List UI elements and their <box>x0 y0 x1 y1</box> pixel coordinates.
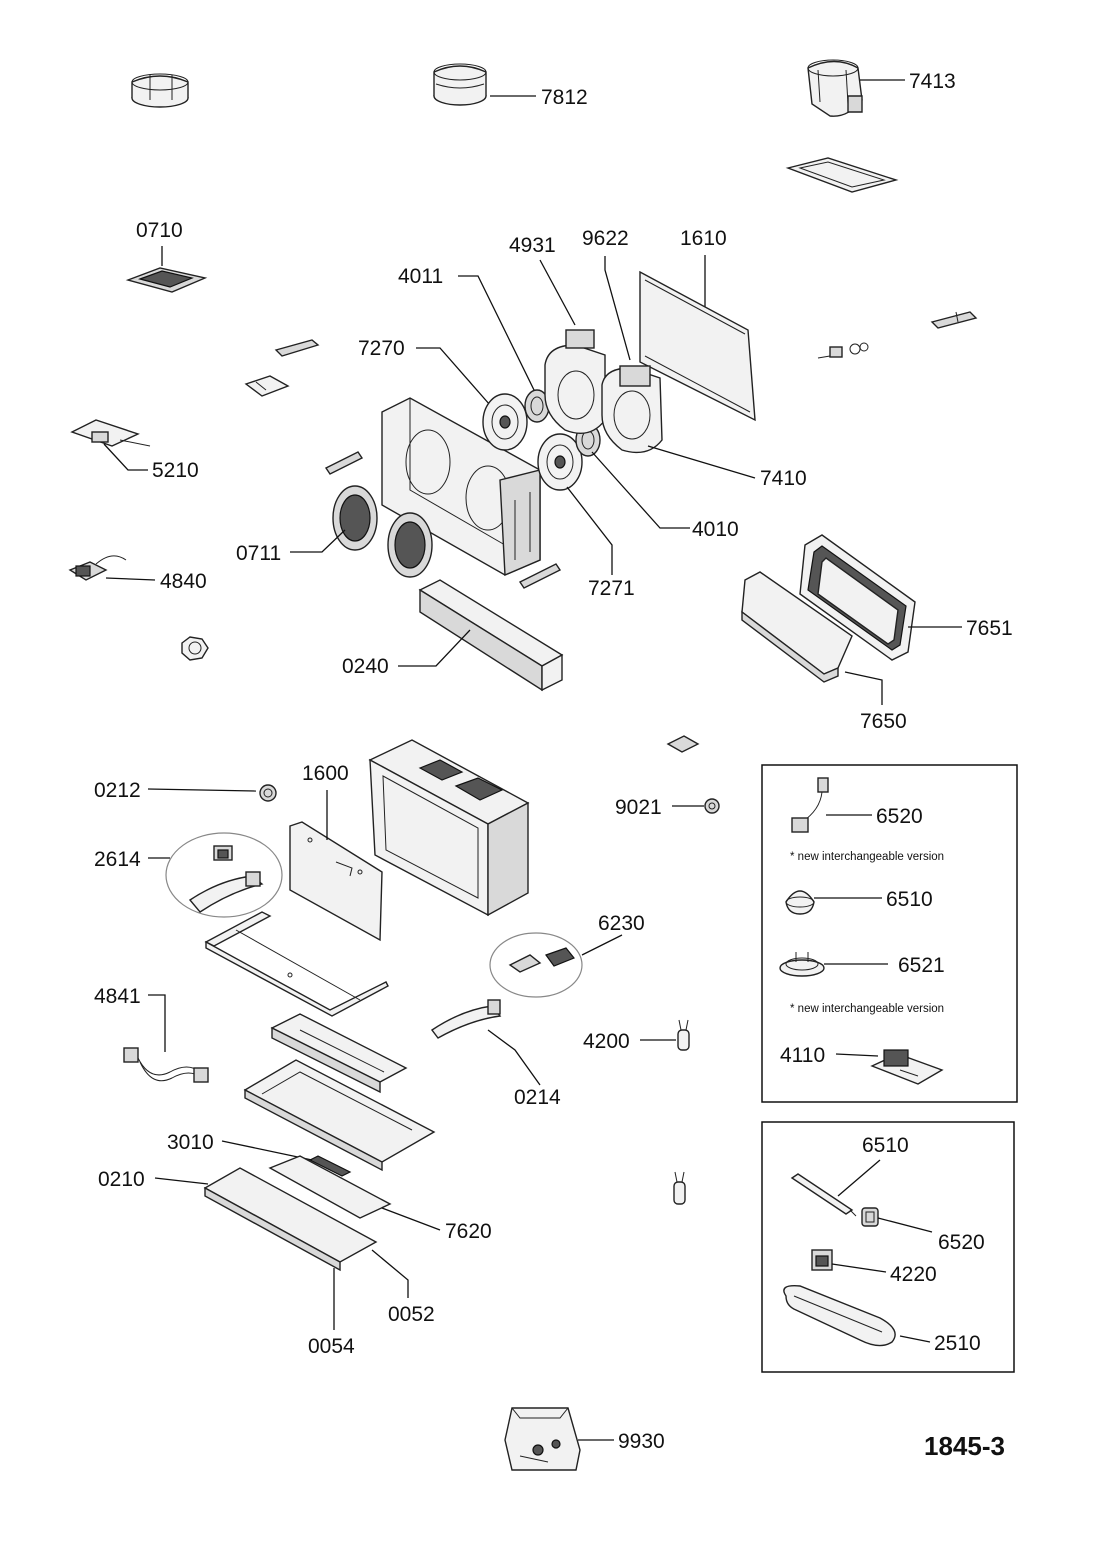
label-0240: 0240 <box>342 655 389 678</box>
label-9021: 9021 <box>615 796 662 819</box>
part-7270 <box>482 393 528 451</box>
label-box2-2510: 2510 <box>934 1332 981 1355</box>
label-box2-6510: 6510 <box>862 1134 909 1157</box>
part-4841 <box>123 1047 209 1083</box>
note-1: * new interchangeable version <box>790 851 944 863</box>
drawing-code: 1845-3 <box>924 1431 1005 1461</box>
part-connector-right <box>817 342 869 359</box>
inset-box-halogen <box>761 1121 1015 1373</box>
part-hood-body <box>368 739 530 917</box>
label-0710: 0710 <box>136 219 183 242</box>
label-box2-4220: 4220 <box>890 1263 937 1286</box>
part-2614 <box>188 845 264 913</box>
part-4840 <box>68 555 127 581</box>
part-blower-housing-a <box>544 329 606 434</box>
part-6230-circle <box>489 932 583 998</box>
part-6230 <box>508 947 575 973</box>
part-side-bracket-left <box>324 451 364 475</box>
part-clip-b <box>244 375 290 397</box>
label-9930: 9930 <box>618 1430 665 1453</box>
label-0214: 0214 <box>514 1086 561 1109</box>
part-7812 <box>433 63 487 106</box>
part-gasket-frame <box>785 157 899 193</box>
label-4010: 4010 <box>692 518 739 541</box>
part-7651 <box>799 534 916 661</box>
part-blower-housing-b <box>601 365 663 454</box>
label-0054: 0054 <box>308 1335 355 1358</box>
label-2614: 2614 <box>94 848 141 871</box>
part-main-chassis <box>381 397 541 577</box>
note-2: * new interchangeable version <box>790 1003 944 1015</box>
label-7271: 7271 <box>588 577 635 600</box>
label-box1-4110: 4110 <box>780 1044 825 1067</box>
part-box2-6520 <box>861 1207 879 1227</box>
label-0210: 0210 <box>98 1168 145 1191</box>
part-lower-tray <box>243 1059 436 1172</box>
part-0710 <box>125 267 208 293</box>
label-7410: 7410 <box>760 467 807 490</box>
label-7651: 7651 <box>966 617 1013 640</box>
part-7271 <box>537 433 583 491</box>
label-7270: 7270 <box>358 337 405 360</box>
label-4931: 4931 <box>509 234 556 257</box>
part-box1-6521 <box>779 952 825 977</box>
part-clip-a <box>274 339 320 357</box>
label-4200: 4200 <box>583 1030 630 1053</box>
part-1600 <box>289 821 383 942</box>
part-7650 <box>741 571 853 683</box>
label-5210: 5210 <box>152 459 199 482</box>
inset-box-lighting <box>761 764 1018 1103</box>
label-box1-6521: 6521 <box>898 954 945 977</box>
label-0212: 0212 <box>94 779 141 802</box>
label-7413: 7413 <box>909 70 956 93</box>
label-4011: 4011 <box>398 265 443 288</box>
label-0711: 0711 <box>236 542 281 565</box>
label-7650: 7650 <box>860 710 907 733</box>
part-3010 <box>308 1155 352 1177</box>
part-4200 <box>677 1019 690 1051</box>
part-9021 <box>704 798 720 814</box>
part-bracket-right <box>930 311 978 329</box>
part-nut <box>181 636 209 661</box>
label-box2-6520: 6520 <box>938 1231 985 1254</box>
part-0240 <box>418 579 564 692</box>
part-box1-6520 <box>791 777 829 833</box>
part-0711 <box>332 485 433 578</box>
label-3010: 3010 <box>167 1131 214 1154</box>
part-0214 <box>430 999 502 1039</box>
part-rail-frame <box>204 911 389 1017</box>
part-5210 <box>70 419 151 447</box>
part-ring-adapter <box>131 73 189 108</box>
part-upper-tray <box>270 1013 408 1094</box>
part-1610 <box>639 270 756 422</box>
part-side-bracket-bottom <box>518 563 562 589</box>
part-7413 <box>807 59 863 117</box>
part-box1-4110 <box>870 1049 944 1085</box>
label-4841: 4841 <box>94 985 141 1008</box>
part-box2-4220 <box>811 1249 833 1271</box>
part-box2-2510 <box>783 1285 896 1347</box>
label-box1-6520: 6520 <box>876 805 923 828</box>
part-box2-6510 <box>790 1173 857 1217</box>
part-0210 <box>203 1167 378 1272</box>
part-clip-center <box>666 735 700 753</box>
label-box1-6510: 6510 <box>886 888 933 911</box>
part-2614-circle <box>165 832 283 918</box>
label-7620: 7620 <box>445 1220 492 1243</box>
label-4840: 4840 <box>160 570 207 593</box>
label-6230: 6230 <box>598 912 645 935</box>
part-capacitor-2 <box>673 1171 686 1205</box>
part-7620 <box>268 1155 392 1219</box>
label-0052: 0052 <box>388 1303 435 1326</box>
label-7812: 7812 <box>541 86 588 109</box>
label-1600: 1600 <box>302 762 349 785</box>
part-9930 <box>504 1407 581 1471</box>
part-box1-6510 <box>785 890 815 915</box>
label-9622: 9622 <box>582 227 629 250</box>
label-1610: 1610 <box>680 227 727 250</box>
part-0212 <box>259 784 277 802</box>
